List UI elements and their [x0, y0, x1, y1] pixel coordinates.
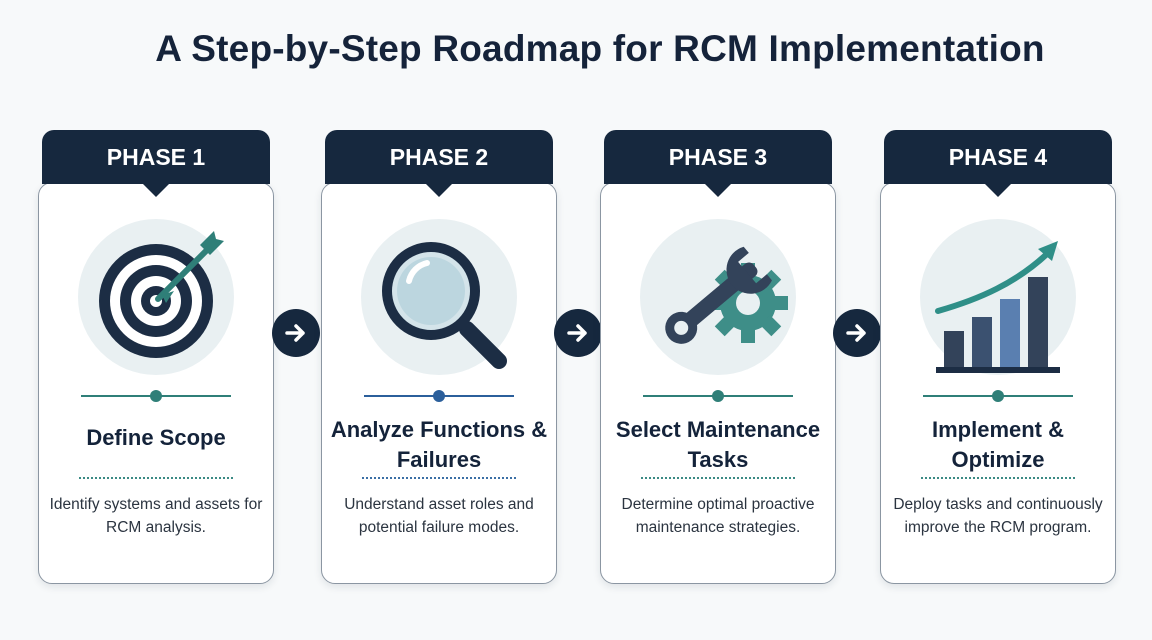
phase-4-separator-dot	[992, 390, 1004, 402]
phase-1-dotted-rule	[79, 477, 233, 479]
phase-1-description: Identify systems and assets for RCM anal…	[49, 496, 263, 536]
phase-2-dotted-rule	[362, 477, 516, 479]
page-title: A Step-by-Step Roadmap for RCM Implement…	[155, 28, 1045, 69]
phase-2-tab-notch	[425, 183, 453, 197]
phase-3-tab: PHASE 3	[604, 130, 832, 197]
phase-4-dotted-rule	[921, 477, 1075, 479]
phase-3-title: Select Maintenance Tasks	[615, 417, 821, 472]
phase-1-separator-dot	[150, 390, 162, 402]
phase-1-body: Define Scope Identify systems and assets…	[38, 182, 274, 584]
phase-4-tab: PHASE 4	[884, 130, 1112, 197]
phase-4-card: PHASE 4 Implement & Optimize Deploy task…	[880, 130, 1116, 584]
phase-4-description: Deploy tasks and continuously improve th…	[893, 496, 1103, 536]
target-icon	[78, 219, 234, 375]
phase-1-tab: PHASE 1	[42, 130, 270, 197]
phase-2-label: PHASE 2	[389, 143, 489, 170]
arrow-right-icon	[554, 309, 602, 357]
growth-chart-icon	[920, 219, 1076, 375]
phase-2-card: PHASE 2 Analyze Functions & Failures Und…	[321, 130, 557, 584]
phase-3-body: Select Maintenance Tasks Determine optim…	[600, 182, 836, 584]
phase-4-body: Implement & Optimize Deploy tasks and co…	[880, 182, 1116, 584]
phase-2-title: Analyze Functions & Failures	[330, 417, 548, 472]
phase-3-separator-dot	[712, 390, 724, 402]
magnifying-glass-icon	[361, 219, 517, 375]
arrow-right-icon	[272, 309, 320, 357]
phase-1-card: PHASE 1 Define Scope Identify systems an…	[38, 130, 274, 584]
phase-4-label: PHASE 4	[948, 143, 1048, 170]
wrench-gear-icon	[640, 219, 796, 375]
phase-3-label: PHASE 3	[668, 143, 768, 170]
phase-3-dotted-rule	[641, 477, 795, 479]
phase-3-card: PHASE 3	[600, 130, 836, 584]
phase-2-separator-dot	[433, 390, 445, 402]
phase-2-description: Understand asset roles and potential fai…	[344, 496, 534, 536]
phase-4-title: Implement & Optimize	[931, 417, 1065, 472]
phase-1-tab-notch	[142, 183, 170, 197]
phase-3-tab-notch	[704, 183, 732, 197]
phase-1-label: PHASE 1	[106, 143, 206, 170]
phase-1-title: Define Scope	[86, 425, 226, 450]
phase-4-tab-notch	[984, 183, 1012, 197]
phase-3-description: Determine optimal proactive maintenance …	[621, 496, 815, 536]
phase-2-body: Analyze Functions & Failures Understand …	[321, 182, 557, 584]
phase-2-tab: PHASE 2	[325, 130, 553, 197]
arrow-right-icon	[833, 309, 881, 357]
